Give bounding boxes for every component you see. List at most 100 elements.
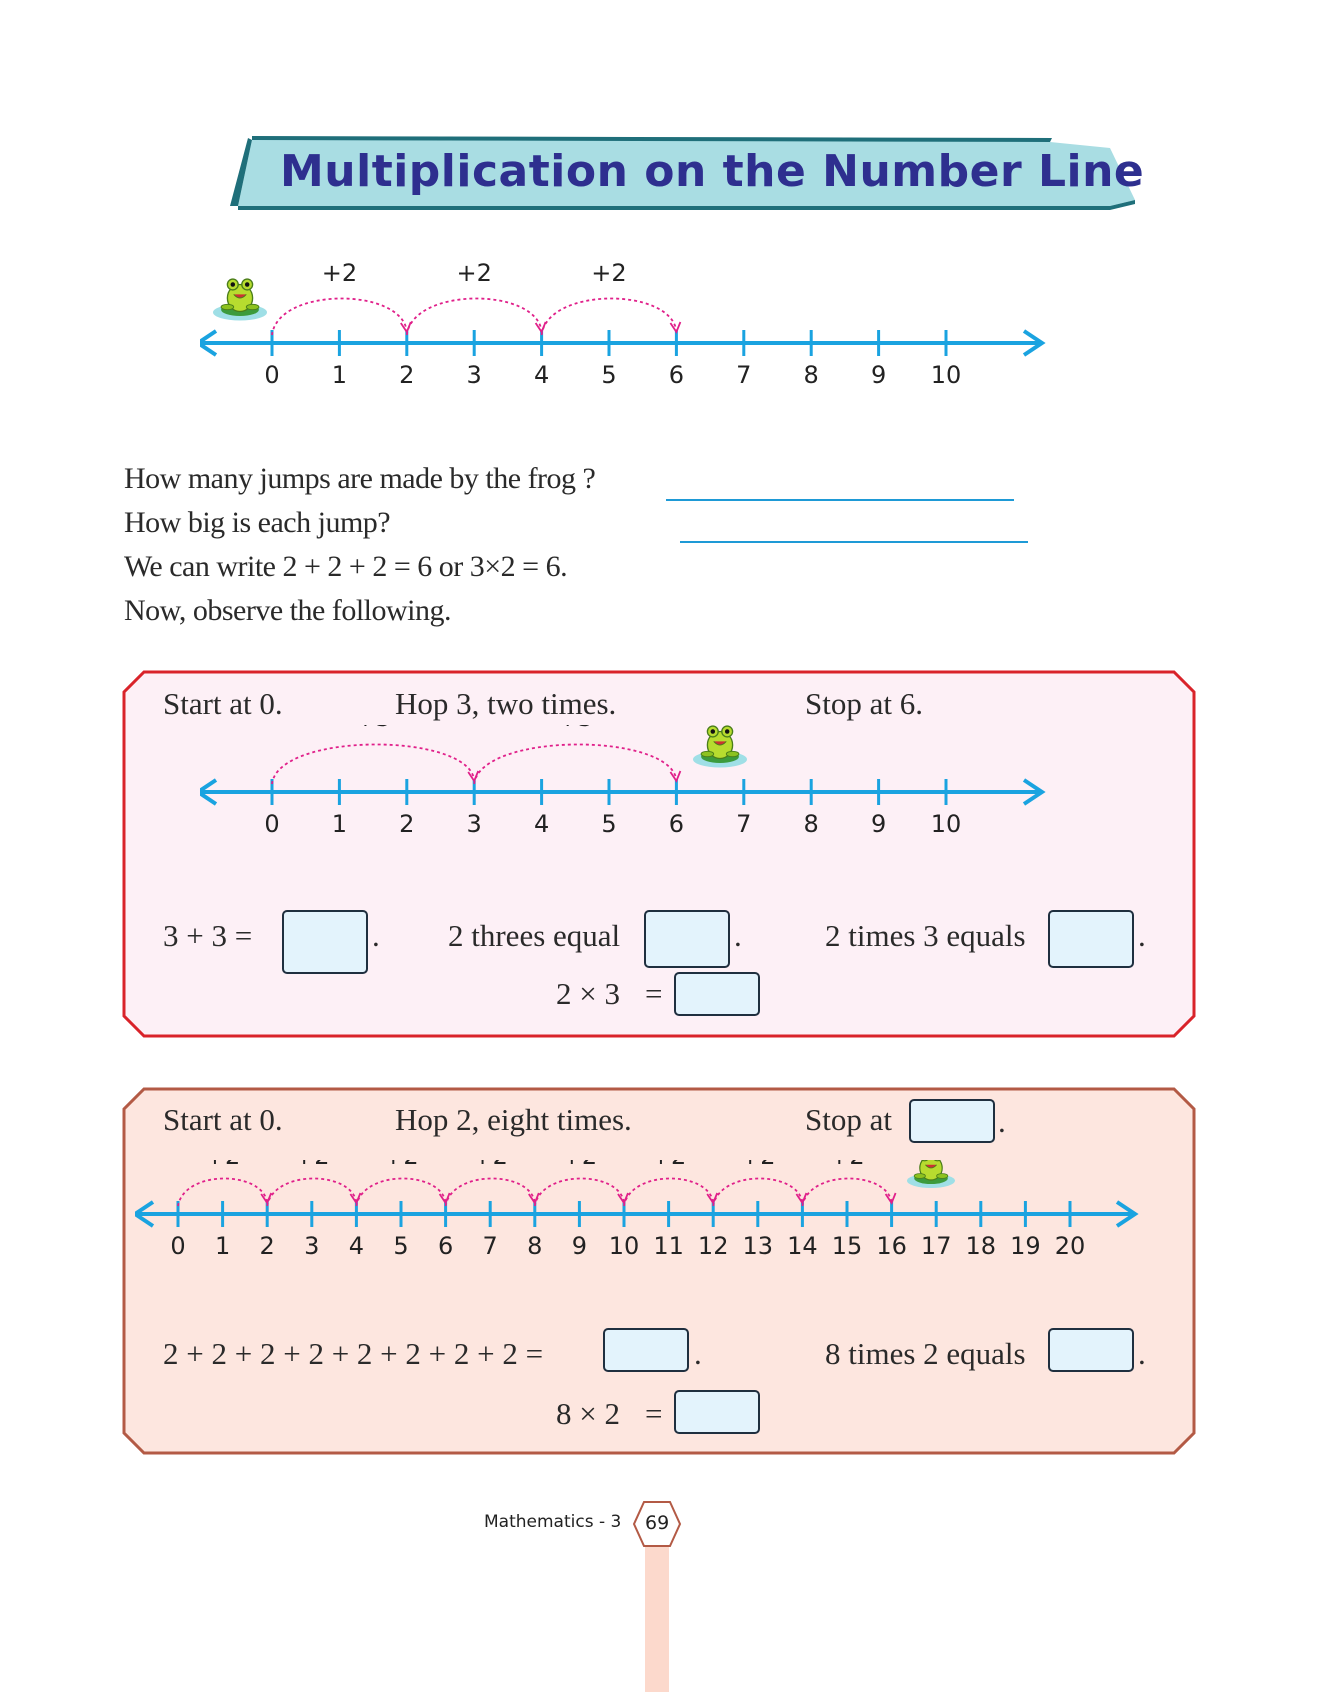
box2-answer-stop[interactable] xyxy=(909,1099,995,1143)
answer-line-jumps[interactable] xyxy=(666,499,1014,501)
tick-label: 1 xyxy=(332,361,347,389)
jump-arc xyxy=(473,743,678,785)
jump-arc xyxy=(355,1177,447,1207)
jump-label: +3 xyxy=(355,725,390,732)
box1-eq-sum: 3 + 3 = xyxy=(163,918,253,953)
box2-answer-times[interactable] xyxy=(1048,1328,1134,1372)
frog-icon xyxy=(907,1160,955,1188)
box1-stop: Stop at 6. xyxy=(805,686,923,721)
period: . xyxy=(372,918,380,953)
jump-label: +2 xyxy=(322,259,357,287)
frog-icon xyxy=(213,278,267,321)
tick-label: 4 xyxy=(349,1232,364,1260)
jump-label: +2 xyxy=(591,259,626,287)
box1-eq-multiply-equals: = xyxy=(645,976,663,1011)
tick-label: 4 xyxy=(534,810,549,838)
left-arrow-icon xyxy=(200,778,218,806)
box2-eq-multiply: 8 × 2 xyxy=(556,1396,620,1431)
tick-label: 2 xyxy=(260,1232,275,1260)
title-banner xyxy=(230,136,1135,210)
tick-label: 5 xyxy=(601,361,616,389)
tick-label: 16 xyxy=(876,1232,907,1260)
tick-label: 5 xyxy=(601,810,616,838)
jump-label: +2 xyxy=(740,1160,775,1170)
page-title: Multiplication on the Number Line xyxy=(280,146,1145,197)
page-number: 69 xyxy=(645,1512,670,1534)
tick-label: 8 xyxy=(804,810,819,838)
tick-label: 7 xyxy=(736,361,751,389)
jump-arrow-icon xyxy=(669,321,682,334)
jump-arc xyxy=(405,297,543,336)
tick-label: 10 xyxy=(609,1232,640,1260)
period: . xyxy=(734,918,742,953)
box2-number-line: 01234567891011121314151617181920+2+2+2+2… xyxy=(135,1160,1139,1260)
box1-eq-multiply: 2 × 3 xyxy=(556,976,620,1011)
statement-write: We can write 2 + 2 + 2 = 6 or 3×2 = 6. xyxy=(124,550,568,583)
page-number-badge xyxy=(632,1501,682,1547)
tick-label: 9 xyxy=(572,1232,587,1260)
jump-arc xyxy=(177,1177,269,1207)
box1-start: Start at 0. xyxy=(163,686,283,721)
box2-eq-sum: 2 + 2 + 2 + 2 + 2 + 2 + 2 + 2 = xyxy=(163,1336,544,1371)
jump-arc xyxy=(801,1177,893,1207)
tick-label: 5 xyxy=(393,1232,408,1260)
tick-label: 12 xyxy=(698,1232,729,1260)
left-arrow-icon xyxy=(135,1200,155,1228)
jump-arc xyxy=(444,1177,536,1207)
tick-label: 1 xyxy=(332,810,347,838)
tick-label: 17 xyxy=(921,1232,952,1260)
tick-label: 14 xyxy=(787,1232,818,1260)
period: . xyxy=(998,1104,1006,1139)
answer-line-jump-size[interactable] xyxy=(680,541,1028,543)
question-jumps: How many jumps are made by the frog ? xyxy=(124,462,596,495)
tick-label: 8 xyxy=(804,361,819,389)
jump-arc xyxy=(271,297,408,336)
period: . xyxy=(1138,1336,1146,1371)
box2-answer-multiply[interactable] xyxy=(674,1390,760,1434)
tick-label: 1 xyxy=(215,1232,230,1260)
box1-answer-threes[interactable] xyxy=(644,910,730,968)
tick-label: 11 xyxy=(653,1232,684,1260)
jump-label: +2 xyxy=(383,1160,418,1170)
tick-label: 3 xyxy=(467,810,482,838)
footer-book-title: Mathematics - 3 xyxy=(484,1512,622,1532)
tick-label: 6 xyxy=(669,810,684,838)
tick-label: 20 xyxy=(1055,1232,1086,1260)
right-arrow-icon xyxy=(1022,778,1046,806)
right-arrow-icon xyxy=(1022,329,1046,357)
tick-label: 0 xyxy=(264,810,279,838)
jump-label: +2 xyxy=(205,1160,240,1170)
tick-label: 8 xyxy=(527,1232,542,1260)
tick-label: 3 xyxy=(467,361,482,389)
box2-answer-sum[interactable] xyxy=(603,1328,689,1372)
jump-arc xyxy=(540,297,678,336)
jump-arc xyxy=(266,1177,358,1207)
box1-answer-multiply[interactable] xyxy=(674,972,760,1016)
box2-stop: Stop at xyxy=(805,1102,892,1137)
box1-answer-sum[interactable] xyxy=(282,910,368,974)
tick-label: 6 xyxy=(438,1232,453,1260)
box1-hop: Hop 3, two times. xyxy=(395,686,617,721)
jump-arrow-icon xyxy=(884,1192,897,1205)
box1-answer-times[interactable] xyxy=(1048,910,1134,968)
box1-eq-threes: 2 threes equal xyxy=(448,918,621,953)
box2-eq-times: 8 times 2 equals xyxy=(825,1336,1026,1371)
box1-frame xyxy=(122,670,1196,1038)
jump-label: +2 xyxy=(651,1160,686,1170)
tick-label: 2 xyxy=(399,810,414,838)
tick-label: 9 xyxy=(871,810,886,838)
jump-label: +2 xyxy=(473,1160,508,1170)
box2-start: Start at 0. xyxy=(163,1102,283,1137)
statement-observe: Now, observe the following. xyxy=(124,594,452,627)
box2-eq-multiply-equals: = xyxy=(645,1396,663,1431)
tick-label: 10 xyxy=(931,361,962,389)
tick-label: 10 xyxy=(931,810,962,838)
period: . xyxy=(1138,918,1146,953)
jump-arc xyxy=(533,1177,625,1207)
tick-label: 7 xyxy=(736,810,751,838)
period: . xyxy=(694,1336,702,1371)
tick-label: 0 xyxy=(264,361,279,389)
jump-arrow-icon xyxy=(669,770,682,783)
tick-label: 0 xyxy=(170,1232,185,1260)
